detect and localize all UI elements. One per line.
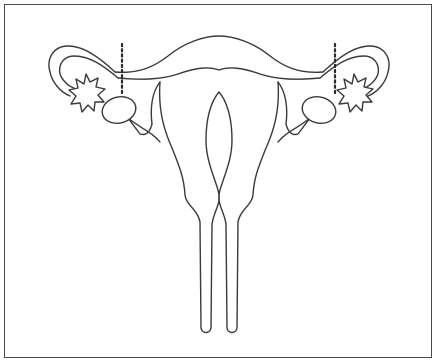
uterus-left-wall — [160, 82, 219, 333]
left-fimbriae — [69, 74, 105, 112]
uterus-outer-left — [151, 82, 160, 124]
right-fimbriae — [337, 74, 373, 112]
ligament-left-lower — [128, 118, 160, 142]
uterine-cavity-top — [118, 68, 320, 79]
uterus-outer-right — [278, 82, 287, 124]
ligament-right-lower — [278, 118, 310, 142]
fundus-outer — [115, 36, 323, 72]
uterus-right-wall — [219, 82, 278, 333]
uterus-body — [115, 36, 323, 333]
